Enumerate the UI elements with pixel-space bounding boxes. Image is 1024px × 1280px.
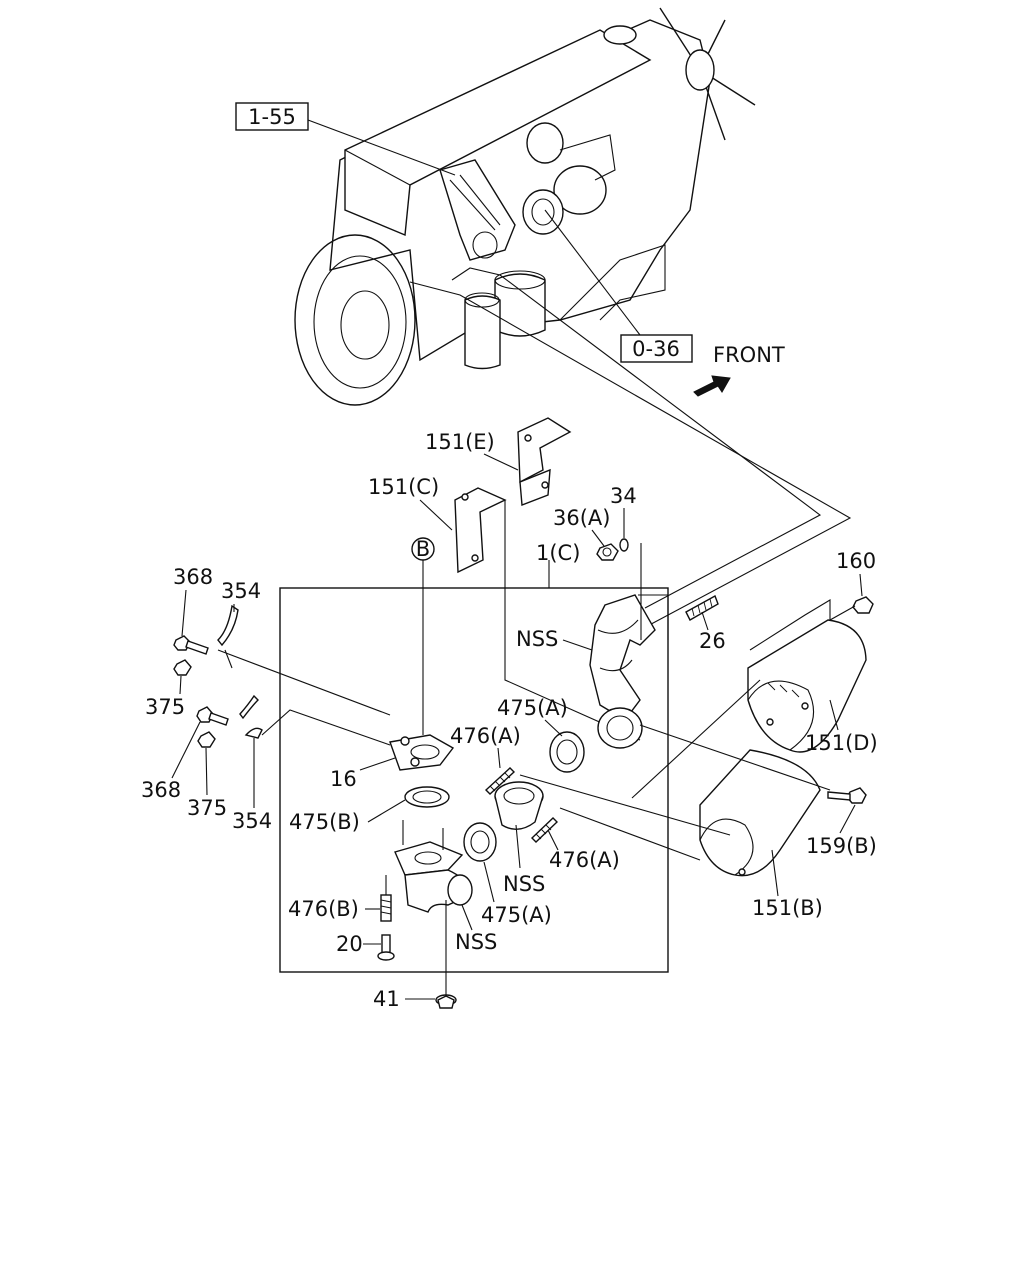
label-476b: 476(B) xyxy=(288,897,359,921)
seal-ring-475a-bottom xyxy=(463,822,497,862)
label-nss-top: NSS xyxy=(516,627,558,651)
label-151c: 151(C) xyxy=(368,475,439,499)
label-151d: 151(D) xyxy=(805,731,878,755)
ref-box-0-36[interactable]: 0-36 xyxy=(620,334,693,363)
heat-shield-151c xyxy=(454,487,507,574)
seal-ring-475b xyxy=(404,786,450,808)
label-375-top: 375 xyxy=(145,695,185,719)
label-nss-bottom: NSS xyxy=(455,930,497,954)
bolt-159b-icon xyxy=(827,787,867,804)
sleeve-pipe xyxy=(494,781,544,830)
label-368-bottom: 368 xyxy=(141,778,181,802)
nut-36a-icon xyxy=(596,543,619,561)
spring-476a-top xyxy=(484,767,516,795)
nut-41-icon xyxy=(435,994,457,1009)
nut-375-top-icon xyxy=(173,659,192,676)
stud-26 xyxy=(685,594,719,621)
label-368-top: 368 xyxy=(173,565,213,589)
exhaust-pipe-elbow-upper xyxy=(589,594,656,749)
ref-box-1-55[interactable]: 1-55 xyxy=(235,102,309,131)
label-16: 16 xyxy=(330,767,357,791)
bolt-20-icon xyxy=(377,934,395,961)
label-354-top: 354 xyxy=(221,579,261,603)
label-26: 26 xyxy=(699,629,726,653)
heat-shield-151e xyxy=(517,417,572,506)
exhaust-elbow-lower xyxy=(394,820,473,913)
label-475a-bottom: 475(A) xyxy=(481,903,552,927)
fan-icon xyxy=(659,7,756,141)
heat-shield-151b xyxy=(699,749,821,877)
label-34: 34 xyxy=(610,484,637,508)
part-labels: 151(E) 151(C) 34 36(A) 1(C) 160 368 354 … xyxy=(141,430,878,1011)
gasket-16 xyxy=(389,734,455,771)
seal-ring-475a-top xyxy=(549,731,585,773)
label-151b: 151(B) xyxy=(752,896,823,920)
label-nss-mid: NSS xyxy=(503,872,545,896)
ref-1-55-label: 1-55 xyxy=(248,105,296,129)
nut-375-bottom-icon xyxy=(197,731,216,748)
label-159b: 159(B) xyxy=(806,834,877,858)
label-160: 160 xyxy=(836,549,876,573)
spring-476b xyxy=(380,875,392,922)
label-354-bottom: 354 xyxy=(232,809,272,833)
label-151e: 151(E) xyxy=(425,430,495,454)
label-475b: 475(B) xyxy=(289,810,360,834)
bolt-368-top-icon xyxy=(173,635,209,655)
label-36a: 36(A) xyxy=(553,506,610,530)
engine-illustration xyxy=(294,7,756,406)
label-375-bottom: 375 xyxy=(187,796,227,820)
label-20: 20 xyxy=(336,932,363,956)
circle-marker-label: B xyxy=(416,537,430,561)
heat-shield-151d xyxy=(747,619,867,753)
label-41: 41 xyxy=(373,987,400,1011)
clamp-354-top xyxy=(217,604,239,669)
bolt-368-bottom-icon xyxy=(196,706,229,726)
front-label: FRONT xyxy=(713,343,785,367)
nut-160-icon xyxy=(852,596,874,614)
group-box-1c xyxy=(279,587,669,973)
label-476a-top: 476(A) xyxy=(450,724,521,748)
spring-476a-mid xyxy=(530,817,559,843)
clamp-354-bottom xyxy=(239,694,263,739)
ref-0-36-label: 0-36 xyxy=(632,337,680,361)
label-476a-mid: 476(A) xyxy=(549,848,620,872)
front-arrow-icon xyxy=(693,375,731,397)
washer-34-icon xyxy=(619,538,629,552)
label-1c: 1(C) xyxy=(536,541,580,565)
label-475a-top: 475(A) xyxy=(497,696,568,720)
